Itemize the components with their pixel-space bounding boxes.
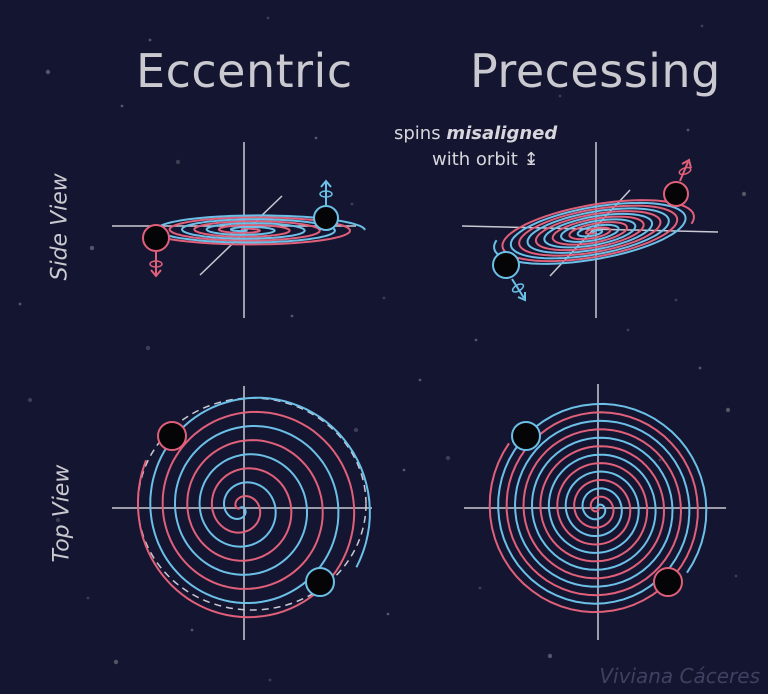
star <box>418 378 422 382</box>
spiral-red <box>488 411 699 614</box>
star <box>268 678 272 682</box>
spin-arrow-red <box>678 158 692 182</box>
spiral-blue <box>156 214 366 244</box>
title-precessing: Precessing <box>470 44 721 98</box>
star <box>474 338 478 342</box>
panel-precessing-side <box>461 142 719 318</box>
star <box>86 596 90 600</box>
star <box>558 94 562 98</box>
star <box>725 407 731 413</box>
star <box>700 24 704 28</box>
star <box>89 245 95 251</box>
star <box>674 298 678 302</box>
annotation-spins: spins misaligned <box>394 122 557 146</box>
star-field <box>18 16 747 682</box>
annotation-misaligned: misaligned <box>446 123 558 144</box>
spin-arrow-blue <box>511 278 526 302</box>
star <box>27 397 33 403</box>
star <box>120 104 124 108</box>
spiral-red <box>501 199 695 263</box>
black-hole-red <box>157 421 187 451</box>
panel-eccentric-side <box>112 142 366 318</box>
spin-arrow-blue <box>319 179 333 205</box>
star <box>148 38 152 42</box>
black-hole-red <box>142 224 170 252</box>
star <box>734 574 738 578</box>
star <box>314 136 318 140</box>
black-hole-red <box>663 181 689 207</box>
star <box>686 128 690 132</box>
star <box>698 366 702 370</box>
star <box>113 659 119 665</box>
spiral-blue <box>493 201 687 265</box>
star <box>266 16 270 20</box>
star <box>478 586 482 590</box>
orbit-spirals-eccentric-side <box>144 214 366 246</box>
annotation-prefix: spins <box>394 123 447 144</box>
star <box>658 458 662 462</box>
black-hole-blue <box>313 205 339 231</box>
black-hole-blue <box>492 251 520 279</box>
panel-precessing-top <box>464 384 726 640</box>
star <box>382 296 386 300</box>
panel-eccentric-top <box>112 386 372 640</box>
spiral-red <box>144 216 351 246</box>
star <box>402 468 406 472</box>
star <box>55 517 61 523</box>
orbit-spirals-precessing-top <box>488 402 708 614</box>
star <box>445 455 451 461</box>
star <box>18 302 22 306</box>
black-hole-blue <box>511 421 541 451</box>
spin-arrow-red <box>149 252 163 278</box>
spiral-blue <box>497 402 708 605</box>
star <box>386 612 390 616</box>
title-eccentric: Eccentric <box>136 44 353 98</box>
star <box>350 202 354 206</box>
star <box>741 191 747 197</box>
star <box>626 328 630 332</box>
annotation-with-orbit: with orbit ↨ <box>432 149 539 170</box>
black-hole-blue <box>305 567 335 597</box>
orbit-spirals-precessing-side <box>493 199 695 265</box>
star <box>547 653 553 659</box>
spiral-blue <box>149 396 371 604</box>
spiral-red <box>137 410 356 619</box>
star <box>145 345 151 351</box>
star <box>45 69 51 75</box>
star <box>353 427 359 433</box>
star <box>190 628 194 632</box>
artist-credit: Viviana Cáceres <box>599 664 760 688</box>
black-hole-red <box>653 567 683 597</box>
star <box>175 159 181 165</box>
star <box>290 314 294 318</box>
orbit-spirals-eccentric-top <box>137 396 371 619</box>
